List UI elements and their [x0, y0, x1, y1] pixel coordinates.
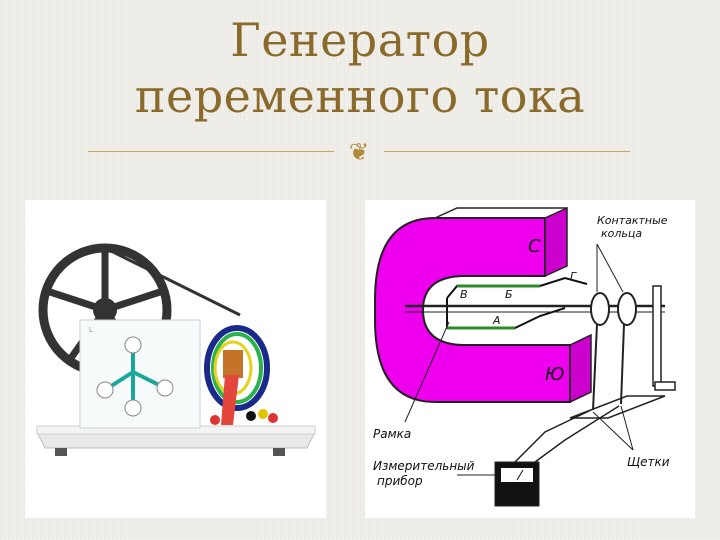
label-contact-rings-line1: Контактные [597, 214, 668, 227]
label-contact-rings-line2: кольца [601, 227, 642, 240]
label-b: Б [505, 288, 513, 301]
slide-title: Генератор переменного тока [0, 12, 720, 124]
divider-line-left [88, 151, 334, 152]
generator-photo: L [25, 200, 326, 518]
divider-line-right [384, 151, 630, 152]
label-meter-line1: Измерительный [373, 459, 475, 473]
generator-schematic: Контактные кольца С Ю Г В Б А Рамка Изме… [373, 206, 676, 507]
title-line-1: Генератор [230, 13, 490, 67]
fleuron-icon: ❦ [348, 138, 370, 166]
magnet-shape [374, 217, 571, 403]
title-line-2: переменного тока [134, 69, 586, 123]
svg-text:L: L [89, 326, 93, 334]
label-brushes: Щетки [627, 455, 670, 469]
label-v: В [460, 288, 468, 301]
label-pole-s: С [528, 236, 541, 257]
label-pole-n: Ю [545, 364, 564, 385]
label-a: А [492, 314, 501, 327]
label-g: Г [570, 270, 577, 283]
title-divider: ❦ [88, 138, 630, 166]
label-meter-line2: прибор [377, 474, 423, 488]
label-frame: Рамка [373, 427, 411, 441]
generator-apparatus-illustration: L [36, 243, 316, 456]
generator-diagram: Контактные кольца С Ю Г В Б А Рамка Изме… [365, 200, 695, 518]
